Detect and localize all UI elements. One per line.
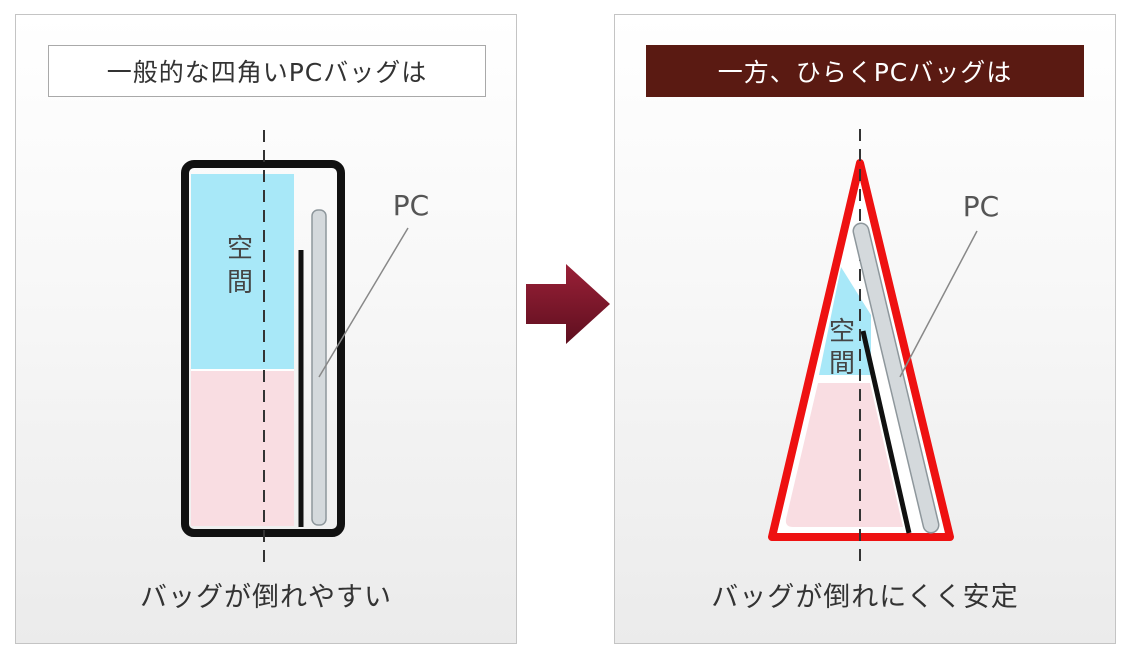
right-space-label-2: 間 [829,349,855,379]
triangle-bag-diagram: 空 間 PC [768,129,999,563]
right-arrow-icon [526,264,610,344]
right-divider [860,330,912,534]
left-caption: バッグが倒れやすい [140,582,392,613]
left-space-label-2: 間 [227,268,253,298]
right-pc-leader [899,230,978,378]
left-space-label-1: 空 [227,234,253,264]
left-space-fill [191,174,294,369]
left-pc-shape [311,209,327,526]
left-panel-title: 一般的な四角いPCバッグは [48,45,486,97]
right-space-label-1: 空 [829,317,855,347]
right-caption: バッグが倒れにくく安定 [711,582,1019,613]
right-pc-label: PC [963,190,999,223]
right-panel-title: 一方、ひらくPCバッグは [646,45,1084,97]
right-pink-fill [785,383,903,527]
left-pink-fill [191,369,294,526]
right-space-fill [819,267,871,375]
left-pc-label: PC [393,189,429,222]
right-pc-shape [854,224,938,532]
square-bag-diagram: 空 間 PC [181,130,429,565]
right-panel: 一方、ひらくPCバッグは 空 間 PC バッグが倒れにくく安定 [614,14,1116,644]
left-pc-leader [318,227,409,378]
left-panel: 一般的な四角いPCバッグは 空 間 PC バッグが倒れやすい [15,14,517,644]
